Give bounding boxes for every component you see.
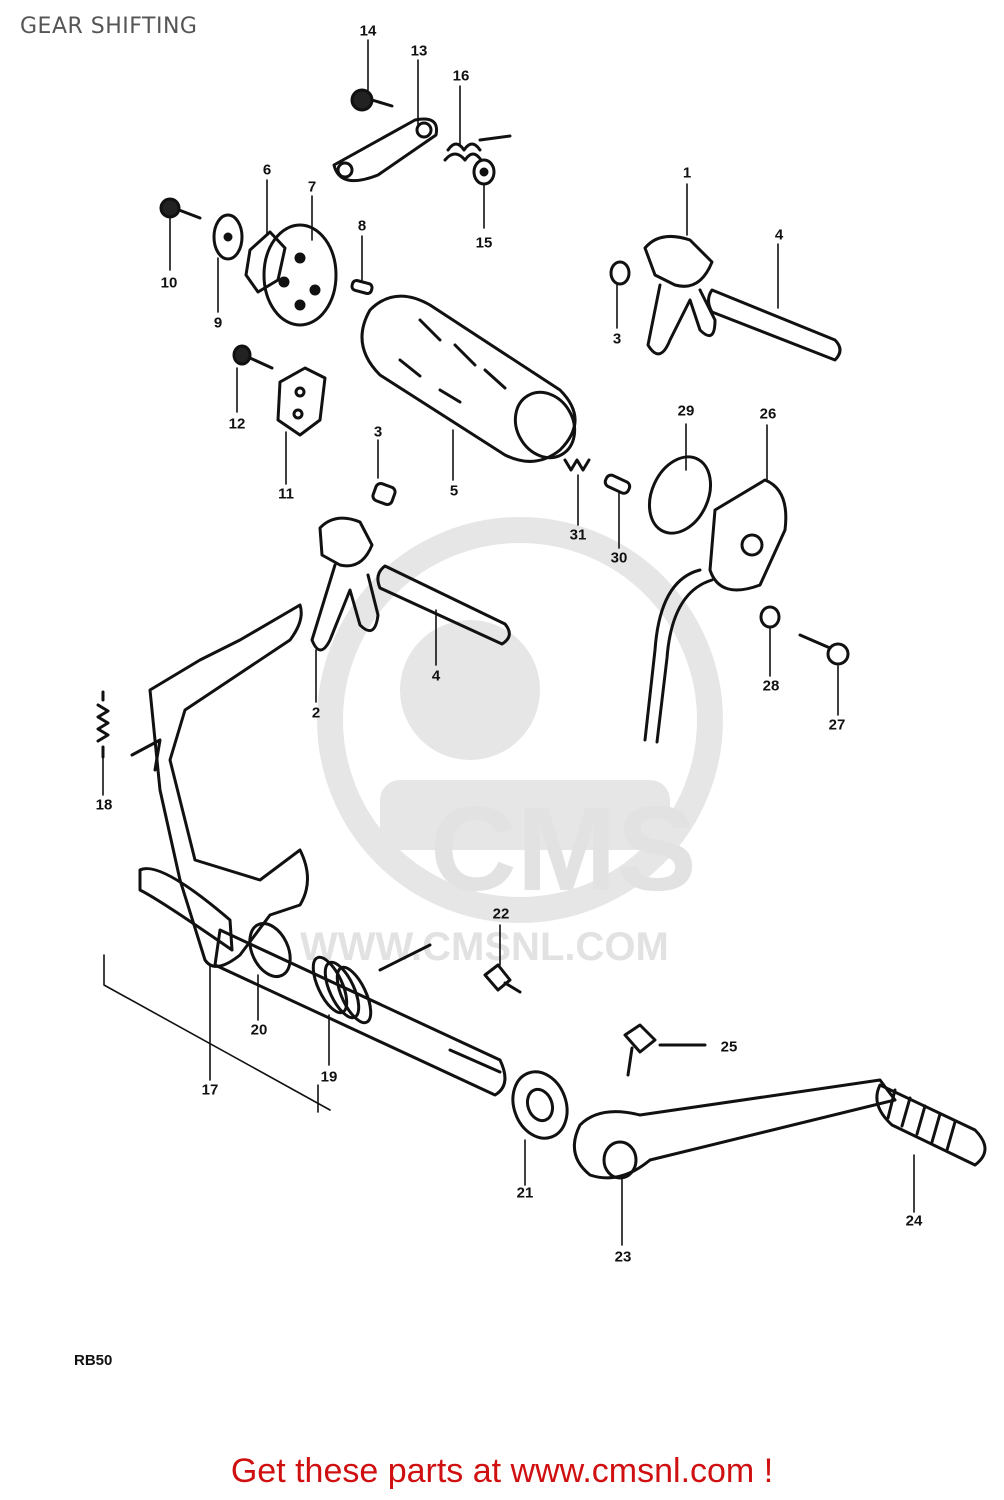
part-29-o-ring — [648, 455, 712, 535]
part-18-spring — [96, 690, 110, 759]
footer-link[interactable]: Get these parts at www.cmsnl.com ! — [230, 1452, 774, 1490]
callout-22: 22 — [492, 905, 510, 923]
part-31-spring — [563, 458, 591, 472]
callout-23: 23 — [614, 1248, 632, 1266]
part-9-washer — [212, 213, 244, 261]
part-22-bolt — [483, 963, 522, 994]
callout-20: 20 — [250, 1021, 268, 1039]
callout-9: 9 — [213, 314, 223, 332]
part-24-footrest-rubber — [875, 1083, 987, 1167]
callout-19: 19 — [320, 1068, 338, 1086]
callout-30: 30 — [610, 549, 628, 567]
part-2-shift-fork — [310, 516, 380, 652]
part-17-gearshift-shaft — [130, 603, 507, 1097]
callout-15: 15 — [475, 234, 493, 252]
leader-lines — [102, 39, 915, 1246]
part-21-oil-seal — [511, 1070, 569, 1140]
part-28-washer — [759, 605, 781, 629]
callout-21: 21 — [516, 1184, 534, 1202]
part-11-plate — [276, 366, 327, 437]
exploded-parts-diagram: CMS WWW.CMSNL.COM — [96, 39, 987, 1246]
callout-13: 13 — [410, 42, 428, 60]
callout-14: 14 — [359, 22, 377, 40]
callout-6: 6 — [262, 161, 272, 179]
callout-5: 5 — [449, 482, 459, 500]
part-4-shaft-lower — [376, 564, 511, 646]
callout-31: 31 — [569, 526, 587, 544]
part-23-gearshift-lever — [572, 1078, 897, 1180]
callout-27: 27 — [828, 716, 846, 734]
model-code: RB50 — [74, 1352, 113, 1369]
callout-12: 12 — [228, 415, 246, 433]
part-8-pin — [350, 278, 374, 296]
part-27-bolt — [798, 633, 850, 666]
cms-watermark: CMS WWW.CMSNL.COM — [300, 517, 723, 969]
callout-10: 10 — [160, 274, 178, 292]
part-6-stopper — [244, 230, 287, 294]
part-13-arm — [332, 117, 439, 183]
part-1-shift-fork — [643, 234, 717, 356]
part-15-washer — [472, 158, 496, 186]
callout-4-upper: 4 — [774, 226, 784, 244]
part-30-pin — [603, 473, 632, 495]
page-title: GEAR SHIFTING — [20, 14, 198, 39]
callout-28: 28 — [762, 677, 780, 695]
callout-17: 17 — [201, 1081, 219, 1099]
callout-7: 7 — [307, 178, 317, 196]
part-16-spring — [443, 134, 512, 162]
callout-16: 16 — [452, 67, 470, 85]
part-10-bolt — [159, 197, 202, 220]
part-7-plate — [262, 223, 338, 327]
part-4-shaft-upper — [707, 288, 842, 362]
part-25-bolt — [623, 1023, 707, 1077]
part-12-screw — [232, 344, 274, 370]
callout-3-lower: 3 — [373, 423, 383, 441]
part-26-neutral-switch — [643, 478, 788, 744]
callout-8: 8 — [357, 217, 367, 235]
part-20-collar — [248, 922, 292, 978]
callout-3-upper: 3 — [612, 330, 622, 348]
callout-11: 11 — [278, 485, 294, 503]
part-3-pin-upper — [609, 260, 631, 286]
callout-4-lower: 4 — [431, 667, 441, 685]
part-3-pin-lower — [371, 482, 397, 506]
part-14-bolt — [350, 88, 394, 112]
callout-1: 1 — [682, 164, 692, 182]
callout-26: 26 — [759, 405, 777, 423]
part-5-shift-drum — [360, 294, 577, 463]
callout-2: 2 — [311, 704, 321, 722]
watermark-site: WWW.CMSNL.COM — [300, 925, 669, 969]
callout-18: 18 — [95, 796, 113, 814]
callout-25: 25 — [720, 1038, 738, 1056]
callout-24: 24 — [905, 1212, 923, 1230]
callout-29: 29 — [677, 402, 695, 420]
part-19-return-spring — [311, 943, 432, 1025]
watermark-brand: CMS — [430, 782, 697, 916]
